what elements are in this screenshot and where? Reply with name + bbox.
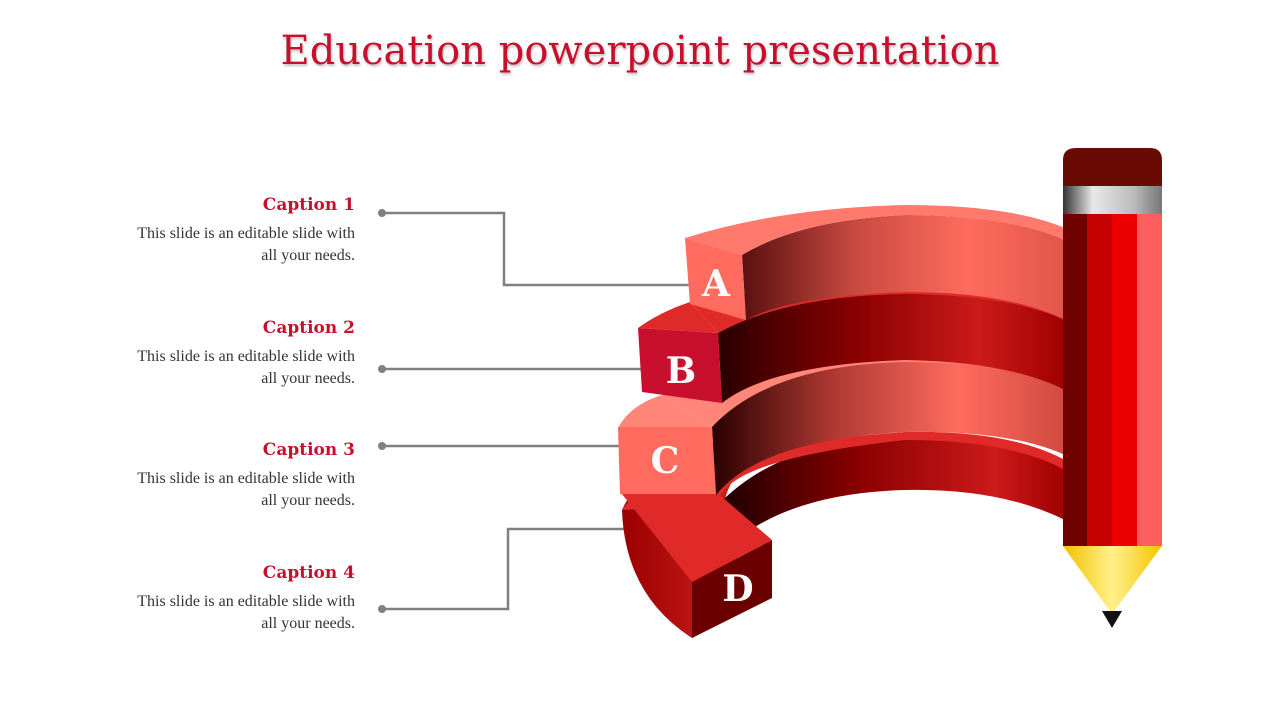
segment-a bbox=[685, 205, 1065, 320]
caption-4-title: Caption 4 bbox=[262, 563, 355, 583]
caption-1-text: This slide is an editable slide with all… bbox=[65, 223, 355, 267]
segment-d-inner-wall bbox=[718, 435, 1065, 545]
pencil-lead bbox=[1102, 611, 1122, 628]
caption-2-text: This slide is an editable slide with all… bbox=[65, 346, 355, 390]
segment-d-face bbox=[692, 540, 772, 638]
connector-dot-1 bbox=[378, 209, 386, 217]
connector-dot-4 bbox=[378, 605, 386, 613]
pencil-icon bbox=[1063, 148, 1162, 628]
segment-letters: A B C D bbox=[651, 263, 754, 610]
caption-2-line-1: This slide is an editable slide with bbox=[137, 348, 355, 365]
caption-4: Caption 4 This slide is an editable slid… bbox=[65, 563, 355, 635]
caption-4-line-2: all your needs. bbox=[261, 615, 355, 632]
caption-3-text: This slide is an editable slide with all… bbox=[65, 468, 355, 512]
segment-b-face bbox=[638, 328, 722, 403]
segment-c-cap bbox=[618, 395, 712, 428]
caption-1-line-2: all your needs. bbox=[261, 247, 355, 264]
caption-4-line-1: This slide is an editable slide with bbox=[137, 593, 355, 610]
segment-d-letter: D bbox=[722, 568, 753, 610]
caption-3-line-1: This slide is an editable slide with bbox=[137, 470, 355, 487]
caption-3-line-2: all your needs. bbox=[261, 492, 355, 509]
pencil-body-stripe-3 bbox=[1112, 214, 1137, 546]
caption-1: Caption 1 This slide is an editable slid… bbox=[65, 195, 355, 267]
pencil-body-stripe-1 bbox=[1063, 214, 1087, 546]
segment-c-band bbox=[712, 360, 1065, 495]
segment-a-top bbox=[685, 205, 1065, 255]
segment-a-face bbox=[685, 238, 746, 320]
connector-dot-2 bbox=[378, 365, 386, 373]
connector-dot-3 bbox=[378, 442, 386, 450]
segment-b-band bbox=[718, 292, 1065, 403]
caption-3: Caption 3 This slide is an editable slid… bbox=[65, 440, 355, 512]
caption-1-line-1: This slide is an editable slide with bbox=[137, 225, 355, 242]
segment-b-letter: B bbox=[666, 350, 696, 392]
connector-1 bbox=[382, 211, 690, 287]
slide-title: Education powerpoint presentation bbox=[280, 28, 1000, 74]
segment-d-face-top bbox=[622, 478, 772, 582]
connector-dots bbox=[378, 209, 386, 613]
pencil-body-stripe-4 bbox=[1137, 214, 1162, 546]
caption-4-text: This slide is an editable slide with all… bbox=[65, 591, 355, 635]
caption-3-title: Caption 3 bbox=[262, 440, 355, 460]
connectors bbox=[382, 211, 690, 611]
pencil-body-stripe-2 bbox=[1087, 214, 1112, 546]
segment-b-cap bbox=[638, 302, 718, 333]
segment-a-band bbox=[742, 215, 1065, 320]
pencil-tip bbox=[1063, 546, 1162, 614]
caption-2-line-2: all your needs. bbox=[261, 370, 355, 387]
segment-c-face bbox=[618, 427, 716, 494]
pencil-eraser bbox=[1063, 148, 1162, 186]
segment-c-letter: C bbox=[651, 440, 680, 482]
connector-4 bbox=[382, 527, 640, 611]
caption-2: Caption 2 This slide is an editable slid… bbox=[65, 318, 355, 390]
segment-a-letter: A bbox=[701, 263, 731, 305]
caption-2-title: Caption 2 bbox=[262, 318, 355, 338]
caption-1-title: Caption 1 bbox=[262, 195, 355, 215]
pencil-ferrule bbox=[1063, 186, 1162, 214]
